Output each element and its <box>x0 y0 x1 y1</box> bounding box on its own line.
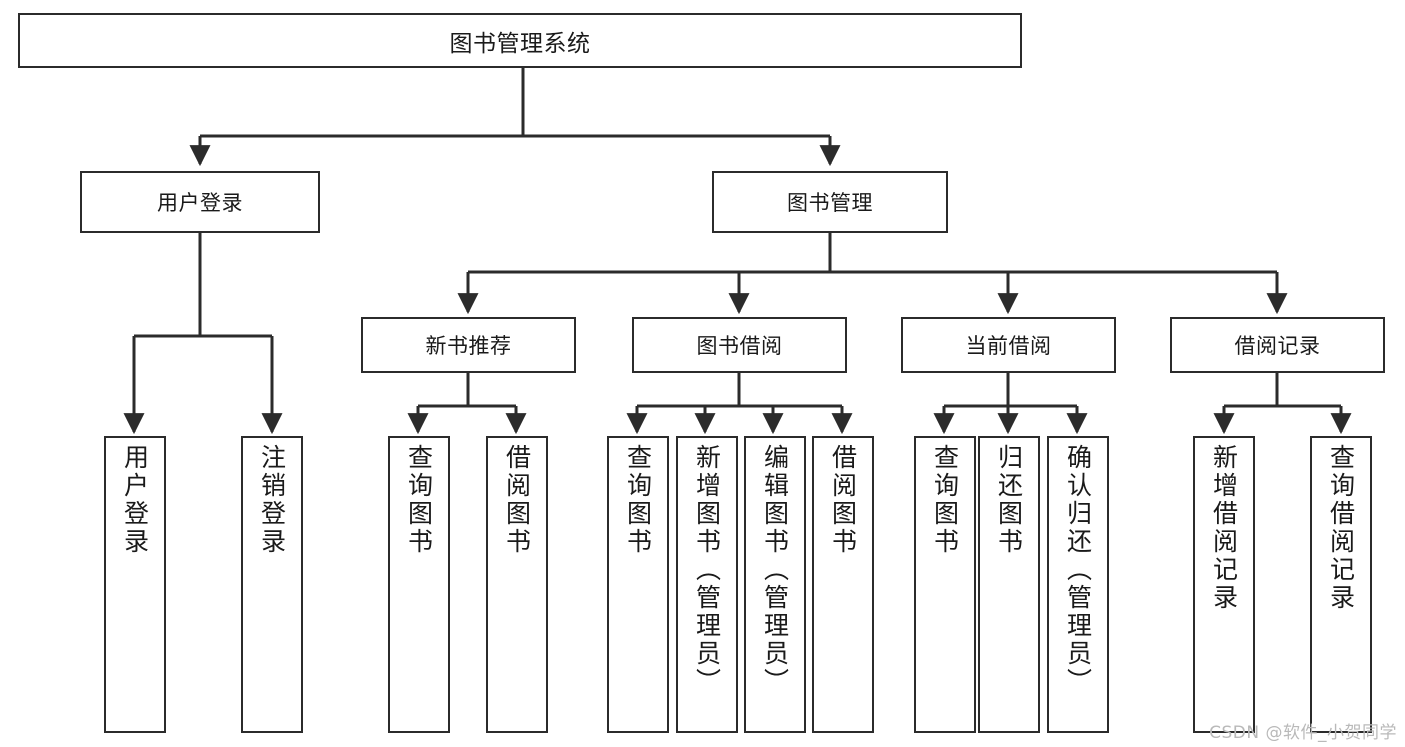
leaf-query-books-current-label: 查询图书 <box>930 444 960 556</box>
node-new-book-recommend[interactable]: 新书推荐 <box>361 317 576 373</box>
leaf-add-book-admin[interactable]: 新增图书（管理员） <box>676 436 738 733</box>
leaf-borrow-books[interactable]: 借阅图书 <box>812 436 874 733</box>
leaf-query-books-borrow-label: 查询图书 <box>623 444 653 556</box>
leaf-logout-label: 注销登录 <box>257 444 287 556</box>
node-book-borrow-label: 图书借阅 <box>696 334 783 358</box>
node-user-login[interactable]: 用户登录 <box>80 171 320 233</box>
leaf-logout[interactable]: 注销登录 <box>241 436 303 733</box>
node-new-book-recommend-label: 新书推荐 <box>425 334 512 358</box>
node-borrow-records[interactable]: 借阅记录 <box>1170 317 1385 373</box>
node-current-borrow-label: 当前借阅 <box>965 334 1052 358</box>
node-root-system[interactable]: 图书管理系统 <box>18 13 1022 68</box>
leaf-borrow-books-recommend[interactable]: 借阅图书 <box>486 436 548 733</box>
leaf-borrow-books-label: 借阅图书 <box>828 444 858 556</box>
leaf-query-books-borrow[interactable]: 查询图书 <box>607 436 669 733</box>
leaf-add-book-admin-label: 新增图书（管理员） <box>692 444 722 696</box>
leaf-edit-book-admin[interactable]: 编辑图书（管理员） <box>744 436 806 733</box>
leaf-query-borrow-record[interactable]: 查询借阅记录 <box>1310 436 1372 733</box>
node-borrow-records-label: 借阅记录 <box>1234 334 1321 358</box>
node-book-borrow[interactable]: 图书借阅 <box>632 317 847 373</box>
node-book-management-label: 图书管理 <box>787 191 873 215</box>
leaf-confirm-return-admin-label: 确认归还（管理员） <box>1063 444 1093 696</box>
node-current-borrow[interactable]: 当前借阅 <box>901 317 1116 373</box>
leaf-add-borrow-record[interactable]: 新增借阅记录 <box>1193 436 1255 733</box>
leaf-query-books-current[interactable]: 查询图书 <box>914 436 976 733</box>
leaf-user-login[interactable]: 用户登录 <box>104 436 166 733</box>
leaf-add-borrow-record-label: 新增借阅记录 <box>1209 444 1239 612</box>
leaf-return-books[interactable]: 归还图书 <box>978 436 1040 733</box>
leaf-query-borrow-record-label: 查询借阅记录 <box>1326 444 1356 612</box>
leaf-query-books-recommend-label: 查询图书 <box>404 444 434 556</box>
leaf-borrow-books-recommend-label: 借阅图书 <box>502 444 532 556</box>
node-book-management[interactable]: 图书管理 <box>712 171 948 233</box>
leaf-query-books-recommend[interactable]: 查询图书 <box>388 436 450 733</box>
node-root-system-label: 图书管理系统 <box>449 30 591 57</box>
leaf-confirm-return-admin[interactable]: 确认归还（管理员） <box>1047 436 1109 733</box>
leaf-edit-book-admin-label: 编辑图书（管理员） <box>760 444 790 696</box>
leaf-user-login-label: 用户登录 <box>120 444 150 556</box>
node-user-login-label: 用户登录 <box>157 191 243 215</box>
leaf-return-books-label: 归还图书 <box>994 444 1024 556</box>
